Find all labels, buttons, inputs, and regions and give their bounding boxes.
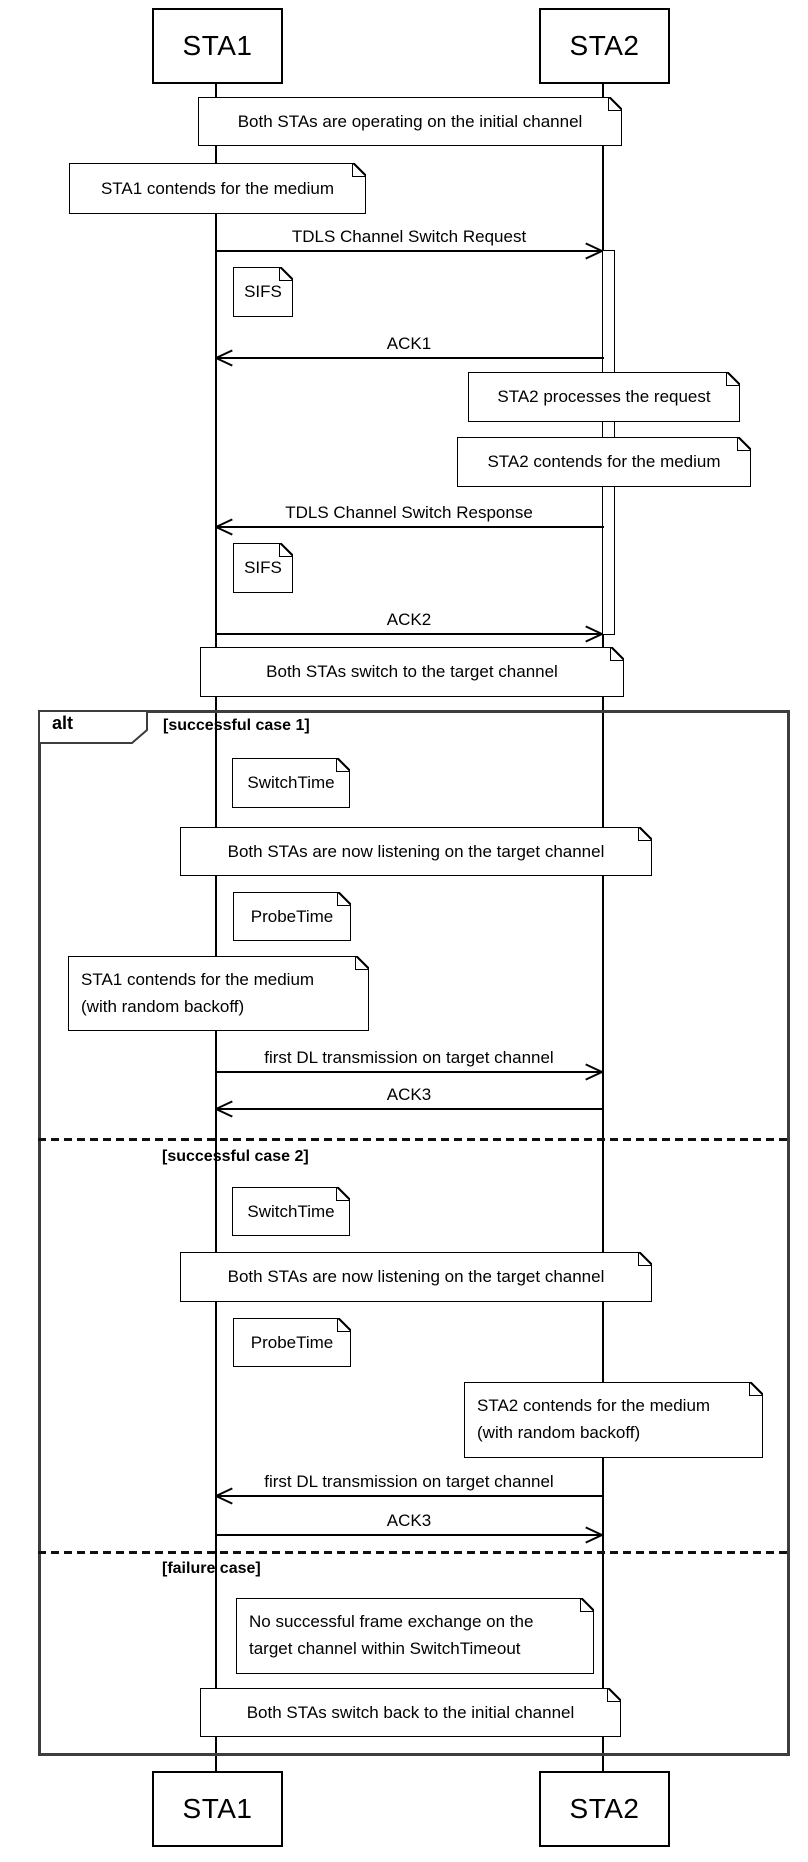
note-switchtime-2: SwitchTime: [232, 1187, 350, 1236]
note-initial-channel-text: Both STAs are operating on the initial c…: [237, 111, 583, 131]
note-probetime-2: ProbeTime: [233, 1318, 351, 1367]
guard-successful-case-2: [successful case 2]: [162, 1148, 309, 1165]
note-sifs-2: SIFS: [233, 543, 293, 593]
note-probetime-1-text: ProbeTime: [250, 906, 334, 926]
message-ack3-1-line: [216, 1108, 602, 1110]
note-sta2-processes: STA2 processes the request: [468, 372, 740, 422]
note-sifs-1: SIFS: [233, 267, 293, 317]
alt-divider-1: [38, 1138, 790, 1141]
actor-sta2-top-label: STA2: [569, 30, 640, 61]
actor-sta1-bottom-label: STA1: [182, 1793, 253, 1824]
note-sifs-2-text: SIFS: [244, 558, 282, 577]
note-sifs-1-text: SIFS: [244, 282, 282, 301]
message-ack3-2-line: [216, 1534, 602, 1536]
actor-sta1-bottom: STA1: [152, 1771, 283, 1847]
note-switch-back-text: Both STAs switch back to the initial cha…: [246, 1702, 575, 1722]
note-initial-channel: Both STAs are operating on the initial c…: [198, 97, 622, 146]
message-first-dl-1-label: first DL transmission on target channel: [264, 1048, 554, 1067]
note-listening-1-text: Both STAs are now listening on the targe…: [227, 841, 605, 861]
note-sta1-backoff-line2: (with random backoff): [81, 997, 245, 1016]
message-first-dl-2-label: first DL transmission on target channel: [264, 1472, 554, 1491]
alt-operator-pentagon: [38, 710, 148, 744]
note-failure-line2: target channel within SwitchTimeout: [249, 1639, 521, 1658]
note-sta1-backoff-line1: STA1 contends for the medium: [81, 970, 315, 989]
lifeline-sta1: [215, 84, 217, 1771]
message-response-label: TDLS Channel Switch Response: [285, 503, 533, 522]
message-ack2-line: [216, 633, 602, 635]
guard-successful-case-1: [successful case 1]: [163, 717, 310, 734]
note-switch-to-target-text: Both STAs switch to the target channel: [266, 662, 558, 681]
message-response-line: [216, 526, 604, 528]
note-failure-line1: No successful frame exchange on the: [249, 1612, 534, 1631]
message-ack1-label: ACK1: [386, 334, 432, 353]
actor-sta1-top-label: STA1: [182, 30, 253, 61]
message-ack3-1-label: ACK3: [386, 1085, 432, 1104]
note-sta2-contends-text: STA2 contends for the medium: [487, 452, 721, 471]
actor-sta2-bottom: STA2: [539, 1771, 670, 1847]
note-switchtime-1-text: SwitchTime: [247, 773, 335, 792]
note-sta2-contends: STA2 contends for the medium: [457, 437, 751, 487]
message-ack2-label: ACK2: [386, 610, 432, 629]
note-sta1-contends: STA1 contends for the medium: [69, 163, 366, 214]
note-listening-1: Both STAs are now listening on the targe…: [180, 827, 652, 876]
note-sta1-contends-text: STA1 contends for the medium: [100, 178, 335, 198]
message-request-label: TDLS Channel Switch Request: [291, 227, 527, 246]
note-probetime-1: ProbeTime: [233, 892, 351, 941]
note-probetime-2-text: ProbeTime: [250, 1332, 334, 1352]
note-listening-2: Both STAs are now listening on the targe…: [180, 1252, 652, 1302]
message-first-dl-2-line: [216, 1495, 602, 1497]
guard-failure-case: [failure case]: [162, 1560, 261, 1577]
actor-sta2-top: STA2: [539, 8, 670, 84]
note-failure: No successful frame exchange on the targ…: [236, 1598, 594, 1674]
note-switch-to-target: Both STAs switch to the target channel: [200, 647, 624, 697]
alt-operator-label: alt: [52, 713, 74, 733]
note-sta2-backoff-line2: (with random backoff): [477, 1423, 641, 1442]
note-sta2-backoff-line1: STA2 contends for the medium: [477, 1396, 711, 1415]
actor-sta2-bottom-label: STA2: [569, 1793, 640, 1824]
message-ack3-2-label: ACK3: [386, 1511, 432, 1530]
message-ack1-line: [216, 357, 604, 359]
alt-frame: [38, 710, 790, 1756]
actor-sta1-top: STA1: [152, 8, 283, 84]
alt-divider-2: [38, 1551, 790, 1554]
note-sta2-backoff: STA2 contends for the medium (with rando…: [464, 1382, 763, 1458]
message-request-line: [216, 250, 602, 252]
note-switchtime-1: SwitchTime: [232, 758, 350, 808]
note-sta2-processes-text: STA2 processes the request: [497, 387, 711, 406]
note-sta1-backoff: STA1 contends for the medium (with rando…: [68, 956, 369, 1031]
note-listening-2-text: Both STAs are now listening on the targe…: [227, 1267, 605, 1286]
note-switchtime-2-text: SwitchTime: [247, 1201, 335, 1221]
message-first-dl-1-line: [216, 1071, 602, 1073]
lifeline-sta2: [602, 84, 604, 1771]
note-switch-back: Both STAs switch back to the initial cha…: [200, 1688, 621, 1737]
